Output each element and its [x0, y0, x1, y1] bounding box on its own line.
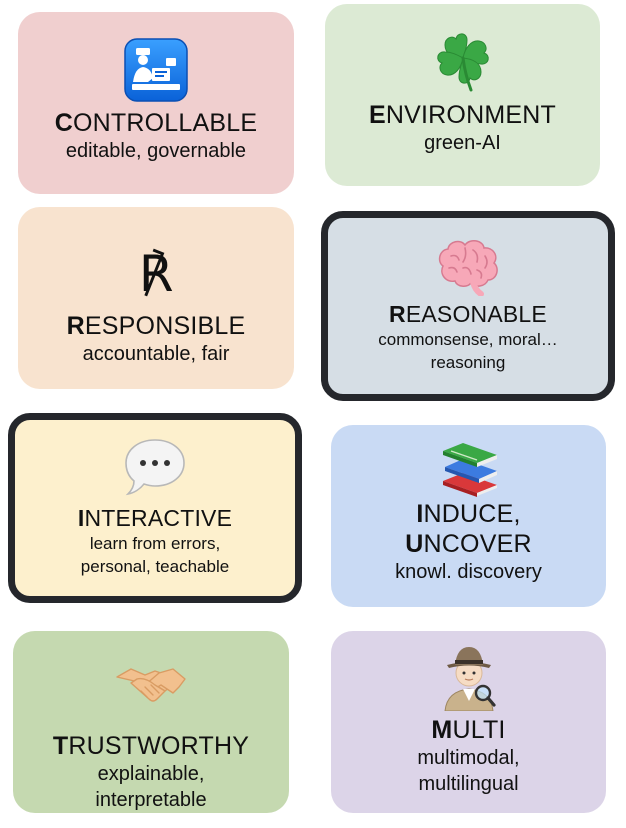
card-subtitle: knowl. discovery — [395, 561, 542, 583]
card-induce-uncover: INDUCE, UNCOVER knowl. discovery — [331, 425, 606, 607]
customs-officer-icon — [124, 38, 188, 102]
response-symbol-icon: ℟ — [138, 245, 174, 303]
books-icon — [442, 443, 497, 497]
four-leaf-clover-icon — [436, 33, 489, 92]
card-responsible: ℟ RESPONSIBLE accountable, fair — [18, 207, 294, 389]
card-controllable: CONTROLLABLE editable, governable — [18, 12, 294, 194]
card-title: RESPONSIBLE — [66, 312, 246, 340]
card-title: CONTROLLABLE — [54, 109, 258, 137]
card-subtitle-line1: explainable, — [97, 763, 205, 785]
card-subtitle-line2: reasoning — [430, 353, 506, 372]
card-subtitle-line1: multimodal, — [417, 747, 520, 769]
card-trustworthy: TRUSTWORTHY explainable, interpretable — [13, 631, 289, 813]
card-reasonable: REASONABLE commonsense, moral… reasoning — [321, 211, 615, 401]
card-subtitle-line2: multilingual — [418, 773, 519, 795]
brain-icon — [438, 240, 498, 296]
card-multi: MULTI multimodal, multilingual — [331, 631, 606, 813]
card-title: INTERACTIVE — [77, 505, 233, 531]
card-title: TRUSTWORTHY — [52, 732, 250, 760]
handshake-icon — [116, 668, 186, 702]
card-subtitle: editable, governable — [65, 140, 247, 162]
card-subtitle-line1: learn from errors, — [89, 534, 221, 553]
card-title-line1: INDUCE, — [416, 500, 521, 528]
card-interactive: INTERACTIVE learn from errors, personal,… — [8, 413, 302, 603]
card-title-line2: UNCOVER — [405, 530, 532, 558]
card-subtitle: green-AI — [424, 132, 501, 154]
card-title: REASONABLE — [389, 301, 547, 327]
card-environment: ENVIRONMENT green-AI — [325, 4, 600, 186]
card-subtitle-line1: commonsense, moral… — [378, 330, 558, 349]
card-title: MULTI — [431, 716, 506, 744]
card-subtitle: accountable, fair — [82, 343, 230, 365]
detective-icon — [443, 647, 496, 711]
speech-bubble-icon — [125, 439, 185, 496]
card-subtitle-line2: personal, teachable — [80, 557, 230, 576]
card-title: ENVIRONMENT — [369, 101, 556, 129]
card-subtitle-line2: interpretable — [95, 789, 207, 811]
